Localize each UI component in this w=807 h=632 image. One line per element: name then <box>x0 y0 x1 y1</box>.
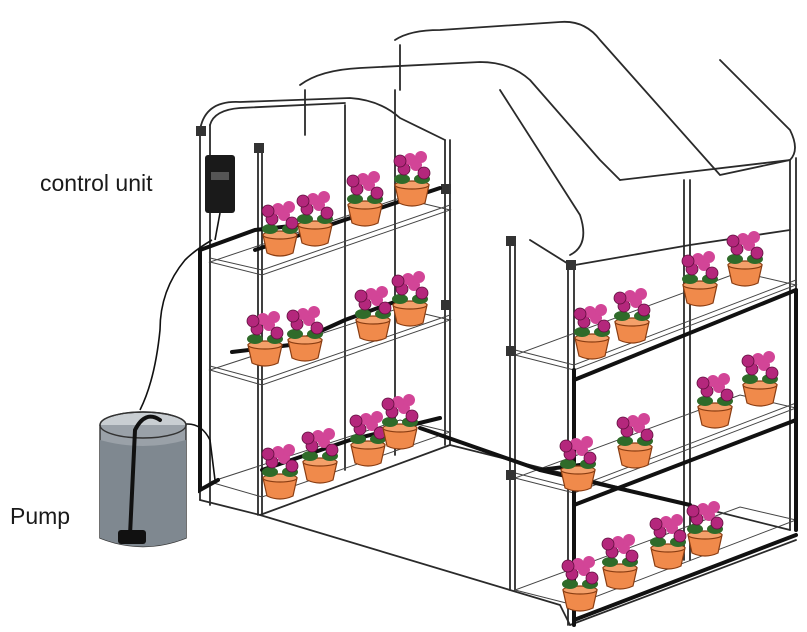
potted-plant <box>726 231 764 287</box>
potted-plant <box>616 413 654 469</box>
potted-plant <box>649 514 687 570</box>
potted-plant <box>601 534 639 590</box>
potted-plant <box>296 191 334 247</box>
potted-plant <box>681 251 719 307</box>
potted-plant <box>573 304 611 360</box>
control-unit-box <box>205 155 235 241</box>
potted-plant <box>391 271 429 327</box>
potted-plant <box>261 444 299 500</box>
potted-plant <box>686 501 724 557</box>
pump-barrel <box>99 411 187 548</box>
potted-plant <box>261 201 299 257</box>
potted-plant <box>696 373 734 429</box>
potted-plant <box>346 171 384 227</box>
potted-plant <box>354 286 392 342</box>
potted-plant <box>286 306 324 362</box>
potted-plant <box>393 151 431 207</box>
pump-label: Pump <box>10 503 71 529</box>
potted-plant <box>246 311 284 367</box>
potted-plant <box>301 428 339 484</box>
potted-plant <box>613 288 651 344</box>
potted-plant <box>559 436 597 492</box>
potted-plants <box>246 151 779 612</box>
potted-plant <box>561 556 599 612</box>
control-unit-label: control unit <box>40 170 153 196</box>
potted-plant <box>381 394 419 450</box>
potted-plant <box>741 351 779 407</box>
potted-plant <box>349 411 387 467</box>
